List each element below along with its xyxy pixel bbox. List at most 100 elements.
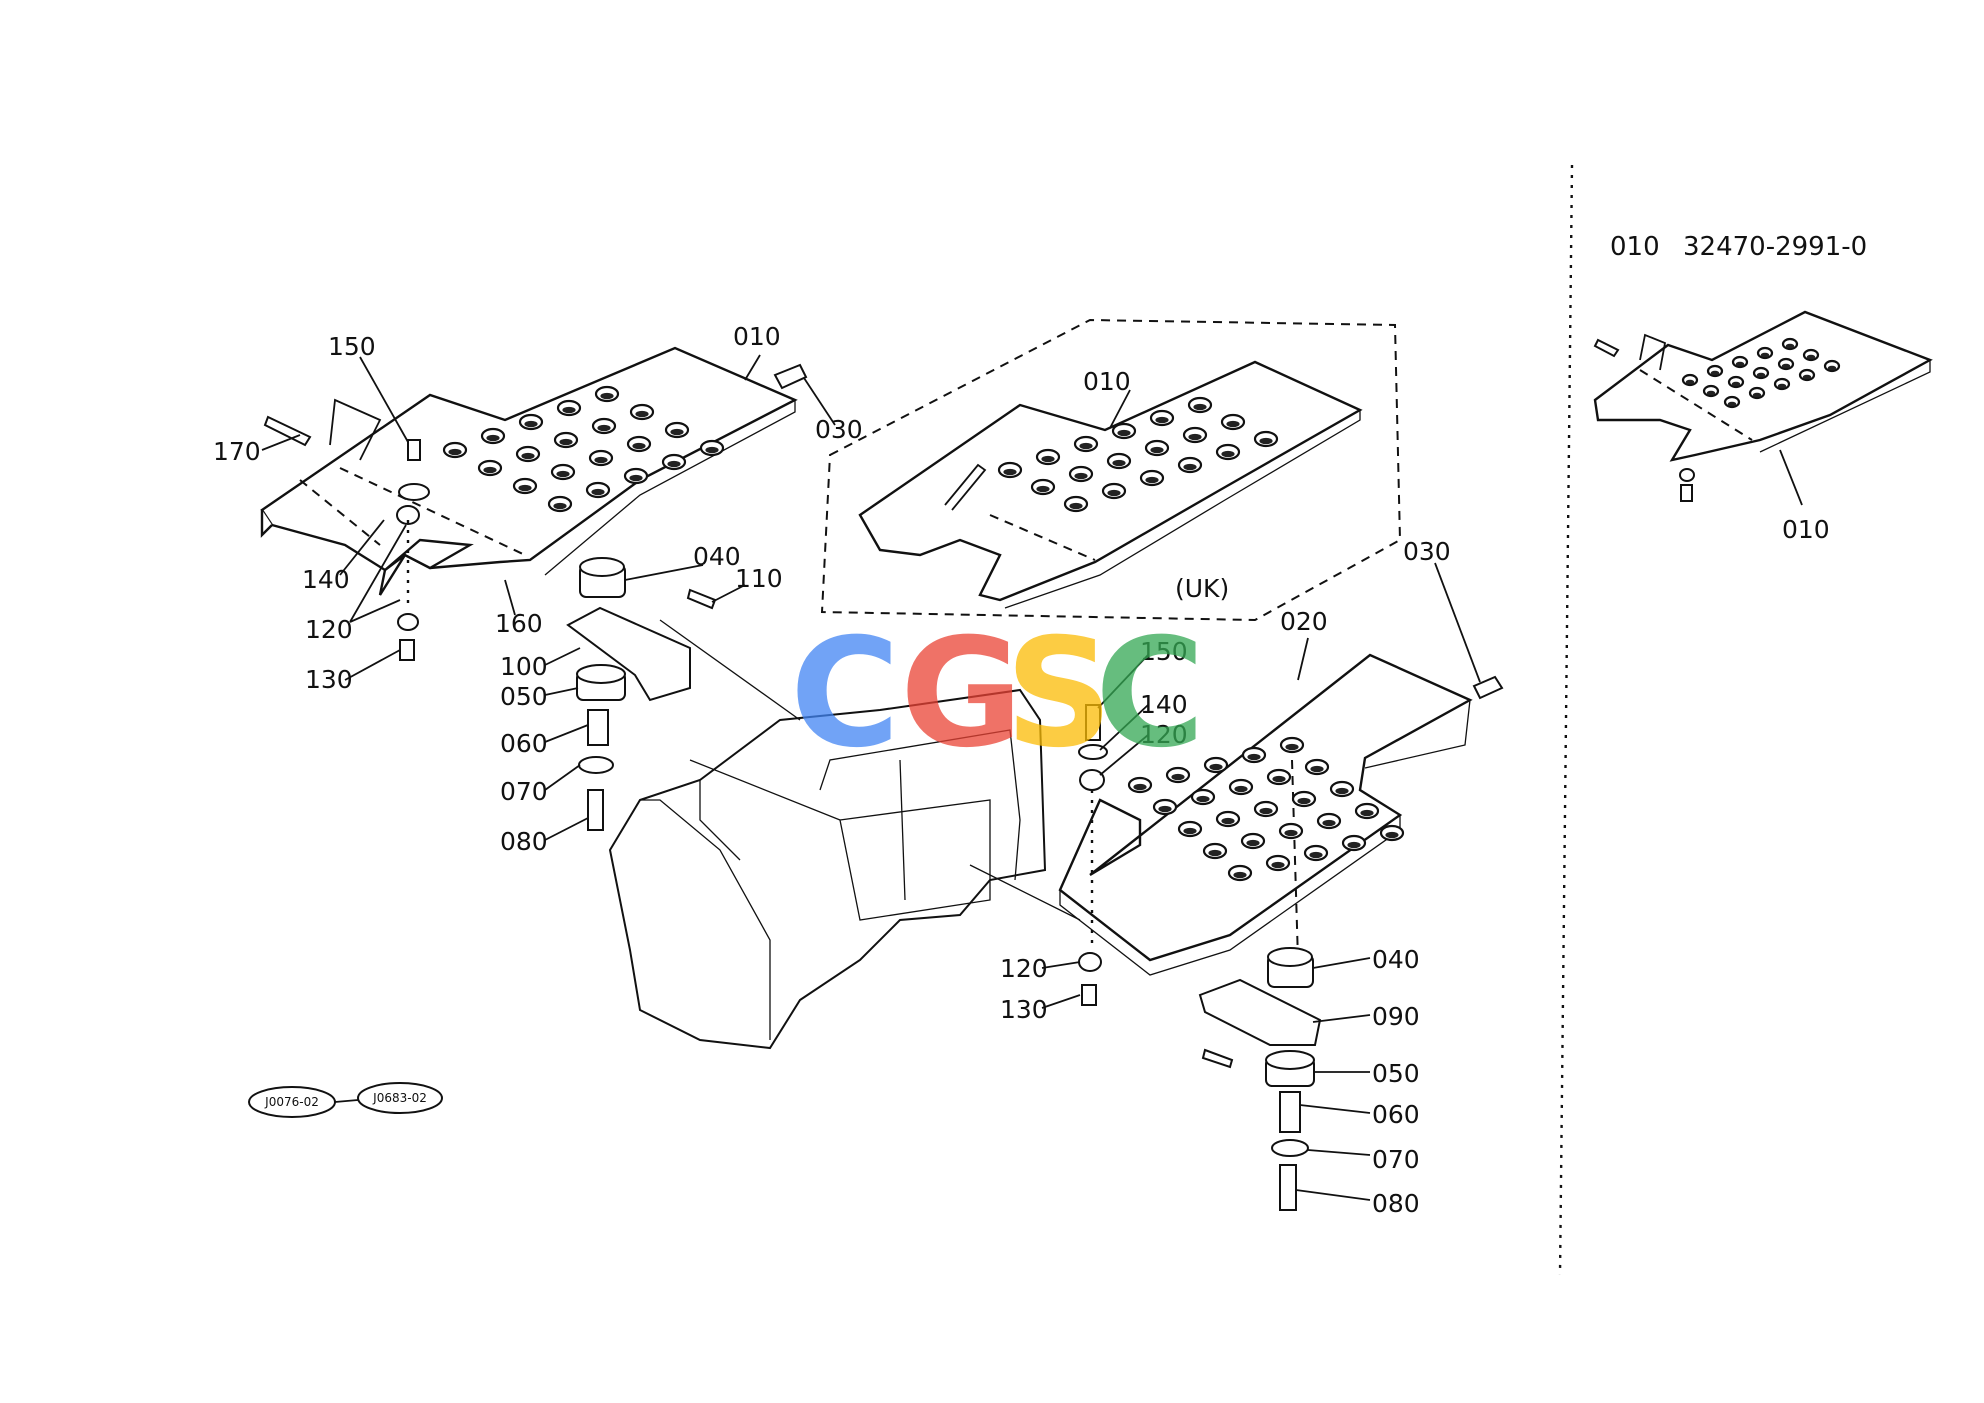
plate-hole-shadow <box>1827 365 1837 371</box>
callout-090: 090 <box>1372 1002 1420 1031</box>
side-panel <box>1558 164 1933 1276</box>
callout-140-left: 140 <box>302 565 350 594</box>
nut-130-right <box>1081 984 1097 1006</box>
plate-hole-shadow <box>1036 485 1050 493</box>
callout-030-left: 030 <box>815 415 863 444</box>
plate-hole-shadow <box>1150 446 1164 454</box>
uk-plate-holes <box>997 396 1279 513</box>
plate-hole-shadow <box>1183 827 1197 835</box>
collar-120-left-bottom <box>397 613 419 631</box>
plate-hole-shadow <box>1107 489 1121 497</box>
plate-hole-shadow <box>1785 343 1795 349</box>
plate-hole-shadow <box>483 466 497 474</box>
plate-hole-shadow <box>1226 420 1240 428</box>
bracket-090 <box>1198 978 1322 1046</box>
plate-hole-shadow <box>1183 463 1197 471</box>
watermark-g: G <box>900 607 1023 781</box>
callout-060-right: 060 <box>1372 1100 1420 1129</box>
callout-160: 160 <box>495 609 543 638</box>
plate-hole-shadow <box>1806 354 1816 360</box>
bolt-110 <box>686 588 717 610</box>
callout-080-right: 080 <box>1372 1189 1420 1218</box>
bolt-150-right <box>1085 704 1101 741</box>
plate-hole-shadow <box>1193 403 1207 411</box>
plate-hole-shadow <box>1259 437 1273 445</box>
callout-120-right-top: 120 <box>1140 720 1188 749</box>
plate-hole-shadow <box>1385 831 1399 839</box>
plate-hole-shadow <box>1117 429 1131 437</box>
callout-100: 100 <box>500 652 548 681</box>
collar-120-left-top <box>396 505 420 525</box>
callout-050-right: 050 <box>1372 1059 1420 1088</box>
bolt-080-right <box>1279 1164 1297 1211</box>
plate-hole-shadow <box>1003 468 1017 476</box>
right-plate-holes <box>1127 736 1405 882</box>
ref-oval-2 <box>357 1082 443 1114</box>
plate-hole-shadow <box>1208 849 1222 857</box>
plate-hole-shadow <box>1731 381 1741 387</box>
callout-150-right: 150 <box>1140 637 1188 666</box>
plate-hole-shadow <box>1756 372 1766 378</box>
watermark: C G S C <box>790 607 1205 781</box>
callout-140-right: 140 <box>1140 690 1188 719</box>
plate-hole-shadow <box>1284 829 1298 837</box>
plate-hole-shadow <box>600 392 614 400</box>
plate-hole-shadow <box>1188 433 1202 441</box>
plate-hole-shadow <box>1309 851 1323 859</box>
plate-hole-shadow <box>1171 773 1185 781</box>
callout-130-right: 130 <box>1000 995 1048 1024</box>
callout-150-left: 150 <box>328 332 376 361</box>
washer-070-right <box>1271 1139 1309 1157</box>
plate-hole-shadow <box>1112 459 1126 467</box>
plate-hole-shadow <box>1685 379 1695 385</box>
plate-hole-shadow <box>1234 785 1248 793</box>
callout-010-side: 010 <box>1782 515 1830 544</box>
plate-hole-shadow <box>1233 871 1247 879</box>
plate-hole-shadow <box>1752 392 1762 398</box>
plate-hole-shadow <box>562 406 576 414</box>
plate-hole-shadow <box>1209 763 1223 771</box>
hardware-left <box>396 363 808 831</box>
plate-hole-shadow <box>594 456 608 464</box>
callout-120-right-bottom: 120 <box>1000 954 1048 983</box>
callout-130-left: 130 <box>305 665 353 694</box>
plate-hole-shadow <box>667 460 681 468</box>
plate-hole-shadow <box>629 474 643 482</box>
plate-hole-shadow <box>1079 442 1093 450</box>
side-panel-header: 010 32470-2991-0 <box>1610 232 1867 262</box>
plate-hole-shadow <box>1074 472 1088 480</box>
plate-hole-shadow <box>591 488 605 496</box>
callout-uk: (UK) <box>1175 574 1229 603</box>
transmission-housing <box>608 619 1081 1050</box>
plate-hole-shadow <box>1259 807 1273 815</box>
callout-120-left: 120 <box>305 615 353 644</box>
plate-hole-shadow <box>553 502 567 510</box>
plate-hole-shadow <box>1272 775 1286 783</box>
callout-010-uk: 010 <box>1083 367 1131 396</box>
callout-030-right: 030 <box>1403 537 1451 566</box>
ref-tag-2: J0683-02 <box>372 1091 427 1105</box>
side-ref-code: 010 <box>1610 232 1660 262</box>
plate-hole-shadow <box>1335 787 1349 795</box>
plate-hole-shadow <box>1285 743 1299 751</box>
reference-tags: J0076-02 J0683-02 <box>248 1082 443 1118</box>
bolt-080-left <box>587 789 604 831</box>
plate-hole-shadow <box>1221 450 1235 458</box>
plate-hole-shadow <box>1247 753 1261 761</box>
plate-hole-shadow <box>1145 476 1159 484</box>
callout-070-left: 070 <box>500 777 548 806</box>
callout-020: 020 <box>1280 607 1328 636</box>
plate-hole-shadow <box>1158 805 1172 813</box>
leader-lines <box>261 354 1803 1201</box>
plate-hole-shadow <box>632 442 646 450</box>
plate-hole-shadow <box>1760 352 1770 358</box>
plate-hole-shadow <box>1221 817 1235 825</box>
plate-hole-shadow <box>1781 363 1791 369</box>
bolt-030-left <box>773 363 808 390</box>
plate-hole-shadow <box>1360 809 1374 817</box>
nut-130-left <box>399 639 415 661</box>
plate-hole-shadow <box>1069 502 1083 510</box>
callout-060-left: 060 <box>500 729 548 758</box>
left-plate-holes <box>442 385 725 513</box>
